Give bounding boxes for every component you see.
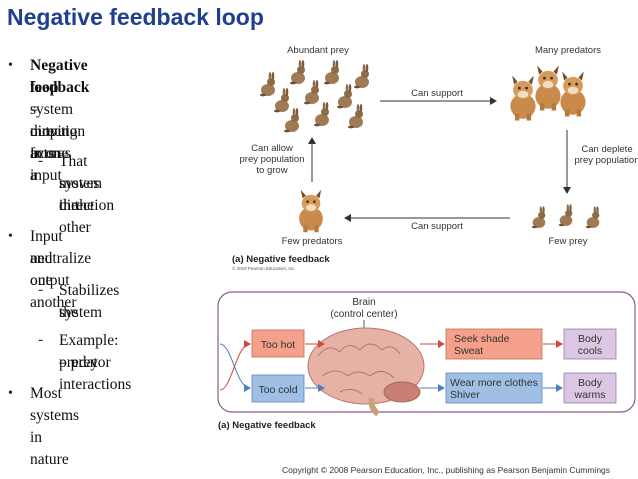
deplete-label-1: Can deplete <box>581 144 632 155</box>
bullet-1-line-4: direction acts as input <box>30 123 86 184</box>
feedback-loop-frame <box>217 291 636 413</box>
top-credit: © 2019 Pearson Education, Inc. <box>232 265 296 271</box>
brain-label-1: Brain <box>352 297 375 308</box>
allow-grow-label-1: Can allow <box>251 143 293 154</box>
too-cold-label: Too cold <box>258 384 297 396</box>
allow-grow-label-2: prey population <box>240 154 305 165</box>
body-warms-box <box>563 372 617 404</box>
abundant-prey-image <box>260 60 369 133</box>
copyright-footer: Copyright © 2008 Pearson Education, Inc.… <box>282 465 611 475</box>
bullet-1-line-1: Negative feedback <box>30 57 90 96</box>
wear-clothes-label-1: Wear more clothes <box>450 377 538 389</box>
few-predators-image <box>299 189 323 233</box>
sub-bullet-dash: - <box>38 331 44 348</box>
can-support-label-bottom: Can support <box>411 221 463 232</box>
sub-bullet-1-line-3: direction <box>59 197 115 214</box>
bullet-dot: • <box>8 386 13 401</box>
bullet-1-line-2: loop = output from a <box>30 79 70 184</box>
bottom-caption: (a) Negative feedback <box>218 420 316 431</box>
bullet-3-line-1: Most systems in nature <box>30 385 80 468</box>
bullet-1-line-3: system moving in one <box>30 101 78 162</box>
sub-bullet-1-line-2: system in the other <box>59 175 103 236</box>
slide-title: Negative feedback loop <box>7 4 264 30</box>
too-cold-box <box>251 374 305 403</box>
many-predators-label: Many predators <box>535 45 601 56</box>
few-predators-label: Few predators <box>282 236 343 247</box>
sub-bullet-dash: - <box>38 281 44 298</box>
too-hot-box <box>251 329 305 358</box>
can-support-label-top: Can support <box>411 88 463 99</box>
abundant-prey-label: Abundant prey <box>287 45 349 56</box>
body-warms-label-1: Body <box>578 377 603 389</box>
seek-shade-label-2: Sweat <box>454 345 483 357</box>
sub-bullet-dash: - <box>38 152 44 169</box>
allow-grow-label-3: to grow <box>256 165 287 176</box>
body-warms-label-2: warms <box>574 389 606 401</box>
brain-image <box>307 327 425 417</box>
loop-to-too-hot-arrow <box>219 340 251 391</box>
bullet-dot: • <box>8 229 13 244</box>
too-hot-label: Too hot <box>261 339 296 351</box>
body-cools-label-2: cools <box>578 345 603 357</box>
few-prey-image <box>531 204 600 229</box>
wear-clothes-box <box>445 372 543 404</box>
sub-bullet-2-line-1: Stabilizes the <box>59 282 120 321</box>
few-prey-label: Few prey <box>548 236 587 247</box>
sub-bullet-3-line-1: Example: predator <box>59 332 119 371</box>
many-predators-image <box>510 65 586 121</box>
body-cools-box <box>563 328 617 360</box>
top-caption: (a) Negative feedback <box>232 254 330 265</box>
thermoregulation-diagram: Brain (control center) Too hot Too cold … <box>217 291 636 417</box>
sub-bullet-3-line-2: – prey interactions <box>59 354 132 393</box>
brain-label-2: (control center) <box>330 309 397 320</box>
seek-shade-box <box>445 328 543 360</box>
sub-bullet-1-line-1: That moves the <box>59 153 100 214</box>
sub-bullet-2-line-2: system <box>59 304 103 321</box>
deplete-label-2: prey population <box>575 155 638 166</box>
seek-shade-label-1: Seek shade <box>454 333 510 345</box>
bullet-2-line-2: neutralize one another <box>30 250 92 311</box>
body-cools-label-1: Body <box>578 333 603 345</box>
wear-clothes-label-2: Shiver <box>450 389 480 401</box>
bullet-dot: • <box>8 58 13 73</box>
bullet-2-line-1: Input and output <box>30 228 70 289</box>
